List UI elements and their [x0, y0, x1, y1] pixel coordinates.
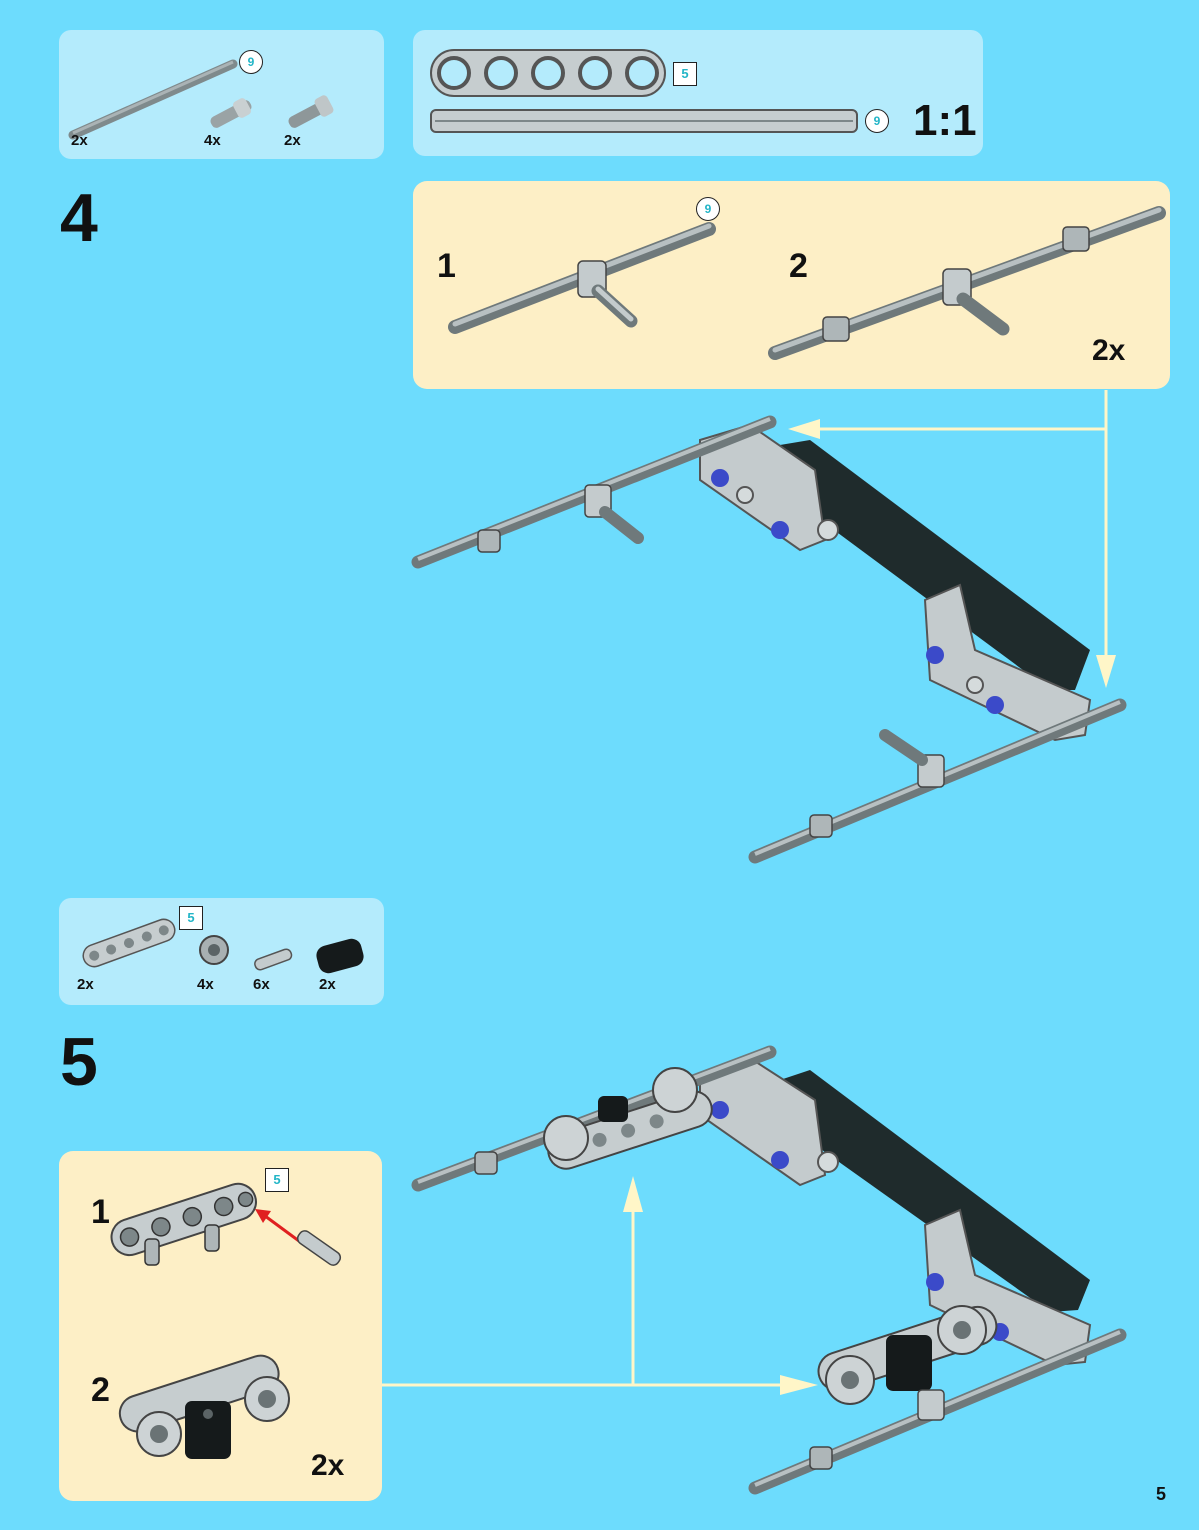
beam-length-badge: 5 [265, 1168, 289, 1192]
axle-length-badge: 9 [865, 109, 889, 133]
substep-number: 1 [437, 247, 456, 285]
substep-number: 2 [91, 1371, 110, 1409]
axle-length-badge: 9 [239, 50, 263, 74]
pin-part [254, 948, 293, 971]
build-multiplier: 2x [311, 1449, 345, 1482]
step4-parts-panel: 9 2x 4x 2x [59, 30, 384, 159]
part-quantity: 2x [284, 132, 301, 149]
beam-length-badge: 5 [673, 62, 697, 86]
axle-cross-block-assembly [448, 222, 716, 334]
substep-number: 1 [91, 1193, 110, 1231]
part-quantity: 2x [77, 976, 94, 993]
part-quantity: 4x [204, 132, 221, 149]
scale-ratio-label: 1:1 [913, 96, 977, 145]
beam-5-part [82, 918, 176, 968]
axle-9-part [68, 59, 238, 140]
scale-reference-panel: 5 9 1:1 [413, 30, 983, 156]
step4-subassembly-panel: 1 2 2x 9 [413, 181, 1170, 389]
axle-length-badge: 9 [696, 197, 720, 221]
step5-parts-panel: 5 2x 4x 6x 2x [59, 898, 384, 1005]
part-quantity: 2x [319, 976, 336, 993]
axle-connector-assembly [768, 206, 1166, 360]
part-quantity: 2x [71, 132, 88, 149]
part-quantity: 6x [253, 976, 270, 993]
page-number: 5 [1156, 1484, 1167, 1504]
black-connector-part [316, 938, 364, 974]
placement-arrow [382, 1176, 818, 1395]
beam-pin-insertion [110, 1182, 342, 1266]
bushing-part [199, 935, 229, 965]
step5-subassembly-panel: 1 2 2x 5 [59, 1151, 382, 1501]
part-quantity: 4x [197, 976, 214, 993]
build-multiplier: 2x [1092, 334, 1126, 367]
beam-length-badge: 5 [179, 906, 203, 930]
placement-arrow [788, 390, 1116, 688]
beam-5-scale-part [430, 49, 666, 97]
axle-9-scale-part [430, 109, 858, 133]
step-number: 4 [60, 180, 98, 256]
substep-number: 2 [789, 247, 808, 285]
step-number: 5 [60, 1024, 98, 1100]
axle-pin-part [288, 95, 334, 128]
wheel-beam-assembly [118, 1354, 290, 1459]
friction-pin-part [210, 98, 252, 128]
